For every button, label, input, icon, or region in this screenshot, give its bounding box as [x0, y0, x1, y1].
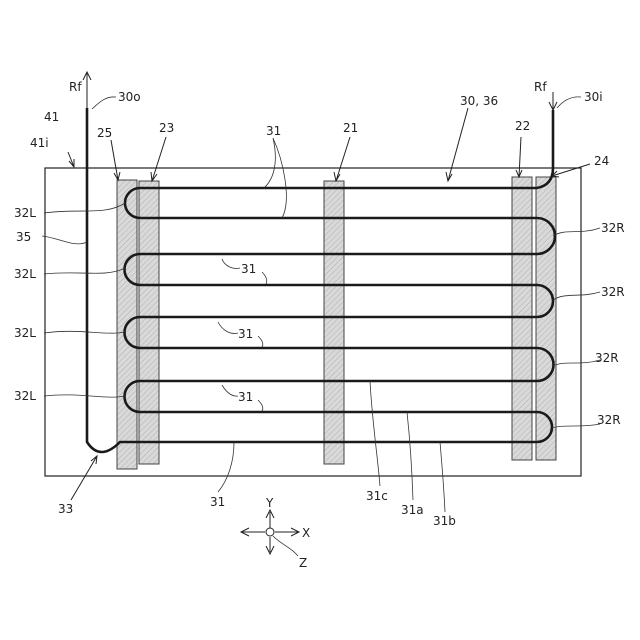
label-32L-3: 32L: [14, 326, 36, 340]
leader-z: [273, 536, 298, 556]
leader-31-top: [264, 138, 286, 218]
label-31-bottom: 31: [210, 495, 225, 509]
label-32L-4: 32L: [14, 389, 36, 403]
arrow-22: [516, 137, 522, 177]
label-30o: 30o: [118, 90, 141, 104]
label-31-a: 31: [241, 262, 256, 276]
leader-30i: [557, 97, 581, 108]
arrow-25: [111, 140, 120, 180]
label-32R-4: 32R: [597, 413, 621, 427]
support-21: [324, 181, 344, 464]
label-35: 35: [16, 230, 31, 244]
label-22: 22: [515, 119, 530, 133]
label-axis-y: Y: [265, 496, 274, 510]
leader-31a: [407, 412, 413, 500]
label-31b: 31b: [433, 514, 456, 528]
leader-32L-1: [44, 203, 125, 213]
leader-31b: [440, 442, 445, 512]
axis-x-arrow: [275, 528, 299, 536]
label-30i: 30i: [584, 90, 603, 104]
axis-origin: [266, 528, 274, 536]
label-31-b: 31: [238, 327, 253, 341]
label-31-c: 31: [238, 390, 253, 404]
label-rf-out: Rf: [69, 80, 82, 94]
label-32L-2: 32L: [14, 267, 36, 281]
inlet-arrow-down: [549, 92, 557, 110]
label-41i: 41i: [30, 136, 49, 150]
leader-32L-4: [44, 395, 125, 397]
label-21: 21: [343, 121, 358, 135]
label-32R-3: 32R: [595, 351, 619, 365]
leader-35: [42, 236, 87, 244]
arrow-41i: [68, 152, 74, 167]
arrow-24: [552, 164, 590, 177]
support-23: [139, 181, 159, 464]
label-axis-x: X: [302, 526, 310, 540]
axis-triad: [241, 510, 299, 556]
leader-31-bottom: [218, 442, 234, 492]
label-32L-1: 32L: [14, 206, 36, 220]
leader-30o: [92, 97, 116, 109]
arrow-23: [151, 137, 166, 181]
label-axis-z: Z: [299, 556, 307, 570]
leader-32R-2: [553, 292, 600, 300]
label-31a: 31a: [401, 503, 424, 517]
leader-32R-4: [552, 424, 600, 428]
leader-32L-3: [44, 331, 125, 333]
leader-31c: [370, 381, 380, 486]
arrow-30-36: [446, 108, 468, 181]
label-24: 24: [594, 154, 609, 168]
arrow-21: [334, 137, 350, 181]
outlet-arrow-up: [83, 72, 91, 108]
axis-neg-y-arrow: [266, 537, 274, 554]
label-41: 41: [44, 110, 59, 124]
arrow-33: [71, 456, 97, 500]
label-32R-1: 32R: [601, 221, 625, 235]
label-23: 23: [159, 121, 174, 135]
label-30-36: 30, 36: [460, 94, 498, 108]
label-25: 25: [97, 126, 112, 140]
label-32R-2: 32R: [601, 285, 625, 299]
leader-32L-2: [44, 268, 125, 274]
label-31c: 31c: [366, 489, 388, 503]
label-33: 33: [58, 502, 73, 516]
label-31-top: 31: [266, 124, 281, 138]
leader-32R-3: [553, 360, 600, 366]
support-22: [512, 177, 532, 460]
axis-neg-x-arrow: [241, 528, 265, 536]
label-rf-in: Rf: [534, 80, 547, 94]
leader-32R-1: [553, 228, 600, 236]
